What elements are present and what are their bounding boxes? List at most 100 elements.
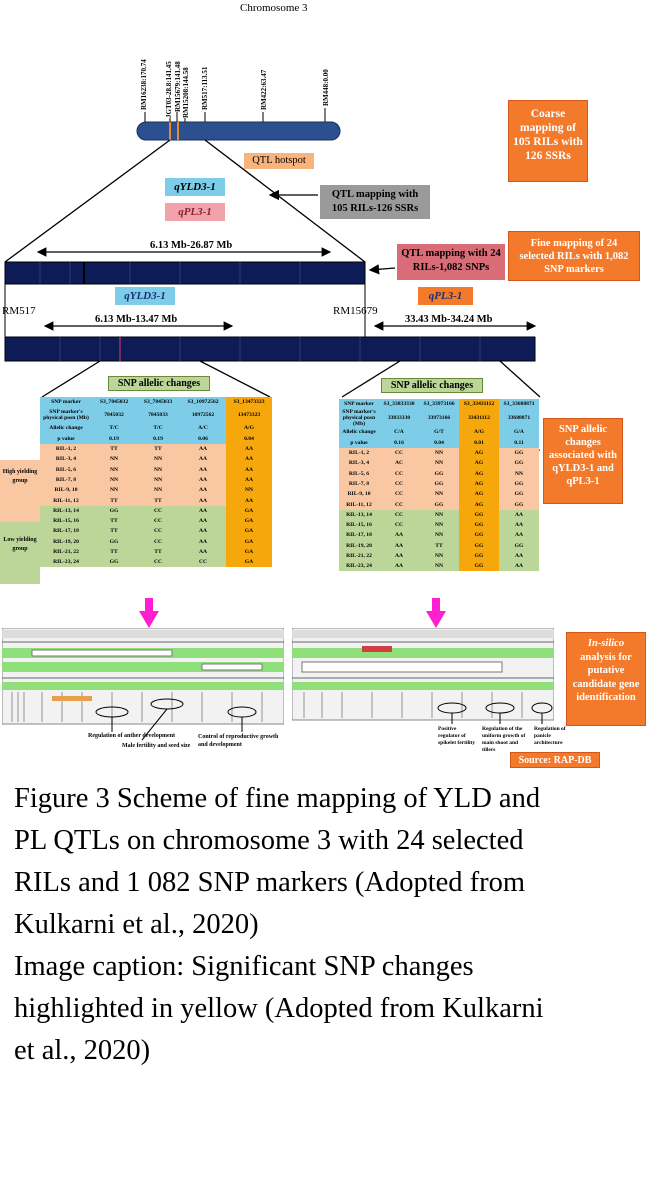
table-cell: G/A <box>499 427 539 438</box>
table-cell: SNP marker's physical posn (Mb) <box>339 409 379 428</box>
fine-mapping-callout: Fine mapping of 24 selected RILs with 1,… <box>508 231 640 281</box>
table-cell: T/C <box>136 423 180 434</box>
table-row: p value 0.19 0.19 0.06 0.04 <box>40 433 272 444</box>
table-cell: 0.06 <box>180 433 226 444</box>
table-cell: 0.19 <box>92 433 136 444</box>
table-cell: A/G <box>226 423 272 434</box>
table-cell: CC <box>379 478 419 490</box>
table-cell: GG <box>459 540 499 551</box>
table-cell: CC <box>136 557 180 568</box>
table-cell: AA <box>180 454 226 465</box>
insilico-emphasis: In-silico <box>587 638 625 649</box>
table-cell: A/G <box>459 427 499 438</box>
table-cell: CC <box>136 526 180 537</box>
table-cell: GG <box>499 489 539 500</box>
table-cell: GA <box>226 515 272 527</box>
table-cell: Allelic change <box>40 423 92 434</box>
snp-banner-right: SNP allelic changes <box>381 378 483 393</box>
table-cell: NN <box>419 530 459 541</box>
table-cell: NN <box>136 464 180 475</box>
table-cell: GG <box>499 540 539 551</box>
table-cell: S3_10972562 <box>180 397 226 408</box>
table-cell: NN <box>226 485 272 496</box>
table-cell: CC <box>379 468 419 479</box>
table-cell: GG <box>459 530 499 541</box>
table-cell: RIL-13, 14 <box>339 509 379 520</box>
table-cell: NN <box>136 485 180 496</box>
fine-region-bar <box>4 336 536 362</box>
table-cell: TT <box>419 540 459 551</box>
table-cell: AA <box>180 505 226 516</box>
table-cell: AA <box>226 443 272 455</box>
annotation-right-1: Positive regulator of spikelet fertility <box>438 726 476 746</box>
table-cell: GG <box>499 458 539 469</box>
table-cell: AA <box>499 509 539 520</box>
table-cell: AA <box>180 515 226 527</box>
table-cell: p value <box>339 437 379 448</box>
table-cell: 10972562 <box>180 407 226 424</box>
table-cell: 33688871 <box>499 409 539 428</box>
table-cell: NN <box>419 489 459 500</box>
table-cell: AA <box>180 485 226 496</box>
table-row: SNP marker S3_7845032 S3_7845033 S3_1097… <box>40 397 272 408</box>
table-cell: 7845033 <box>136 407 180 424</box>
table-row: SNP marker's physical posn (Mb) 33833330… <box>339 409 539 428</box>
table-cell: S3_33688871 <box>499 399 539 410</box>
table-cell: RIL-19, 20 <box>40 536 92 547</box>
table-cell: GG <box>499 447 539 459</box>
table-cell: NN <box>92 464 136 475</box>
table-cell: GA <box>226 526 272 537</box>
table-row: Allelic change C/A G/T A/G G/A <box>339 427 539 438</box>
figure-caption: Figure 3 Scheme of fine mapping of YLD a… <box>14 778 654 1072</box>
table-cell: AA <box>180 495 226 506</box>
table-cell: NN <box>419 509 459 520</box>
table-cell: 0.19 <box>136 433 180 444</box>
qtl-mapping-ssr-callout: QTL mapping with 105 RILs-126 SSRs <box>320 185 430 219</box>
table-row: Allelic change T/C T/C A/C A/G <box>40 423 272 434</box>
table-cell: NN <box>419 550 459 562</box>
table-cell: CC <box>379 499 419 510</box>
qtl-label-pl-fine: qPL3-1 <box>418 287 473 305</box>
table-cell: AA <box>180 443 226 455</box>
low-group-band <box>0 522 40 584</box>
table-row: SNP marker's physical posn (Mb) 7845032 … <box>40 407 272 424</box>
table-cell: RIL-15, 16 <box>339 519 379 531</box>
marker-rm517: RM517 <box>2 305 36 317</box>
table-cell: NN <box>419 561 459 572</box>
table-cell: AA <box>379 540 419 551</box>
table-cell: GA <box>226 505 272 516</box>
table-row: p value 0.16 0.04 0.01 0.11 <box>339 437 539 448</box>
table-cell: GG <box>459 509 499 520</box>
qtl-label-yld: qYLD3-1 <box>165 178 225 196</box>
annotation-left-2: Male fertility and seed size <box>122 743 191 749</box>
diagram-lines <box>4 108 541 628</box>
table-cell: GG <box>459 561 499 572</box>
table-cell: NN <box>419 519 459 531</box>
table-cell: 0.16 <box>379 437 419 448</box>
table-cell: NN <box>136 474 180 486</box>
table-cell: GA <box>226 546 272 558</box>
table-cell: AA <box>499 519 539 531</box>
table-cell: RIL-23, 24 <box>339 561 379 572</box>
table-cell: RIL-5, 6 <box>40 464 92 475</box>
table-cell: TT <box>92 526 136 537</box>
table-cell: CC <box>379 447 419 459</box>
table-cell: NN <box>419 458 459 469</box>
snp-changes-callout: SNP allelic changes associated with qYLD… <box>543 418 623 504</box>
table-cell: S3_13473323 <box>226 397 272 408</box>
table-cell: 33833330 <box>379 409 419 428</box>
